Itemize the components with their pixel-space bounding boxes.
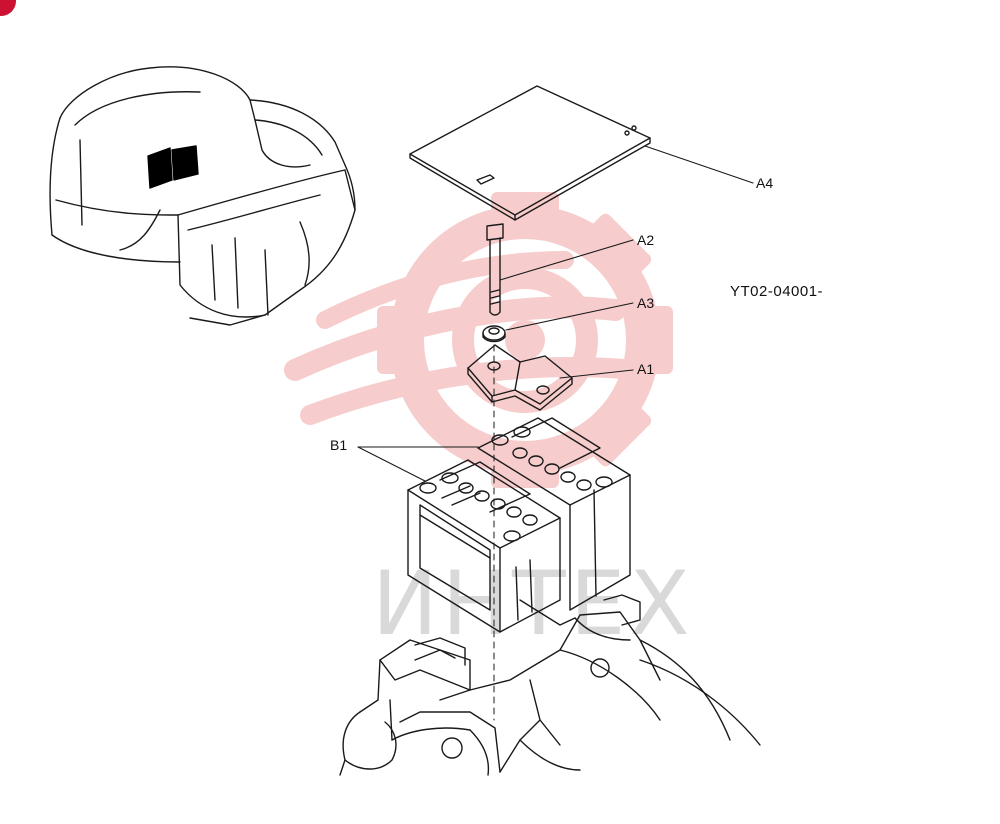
battery-b1-front bbox=[407, 459, 561, 633]
washer-a3 bbox=[482, 325, 506, 343]
machine-overview-sketch bbox=[49, 66, 356, 326]
cover-plate-a4 bbox=[409, 85, 651, 221]
mounting-frame bbox=[339, 594, 761, 776]
callout-a3: A3 bbox=[637, 295, 655, 311]
callout-a2: A2 bbox=[637, 232, 655, 248]
callout-a1: A1 bbox=[637, 361, 655, 377]
bracket-a1 bbox=[467, 344, 573, 411]
drawing-code: YT02-04001- bbox=[730, 283, 824, 300]
callout-b1: B1 bbox=[330, 437, 348, 453]
callout-a4: A4 bbox=[756, 175, 774, 191]
battery-b1-rear bbox=[477, 417, 631, 611]
leader-lines bbox=[357, 145, 754, 482]
battery-location-marker bbox=[147, 145, 199, 189]
bolt-a2 bbox=[486, 223, 504, 316]
